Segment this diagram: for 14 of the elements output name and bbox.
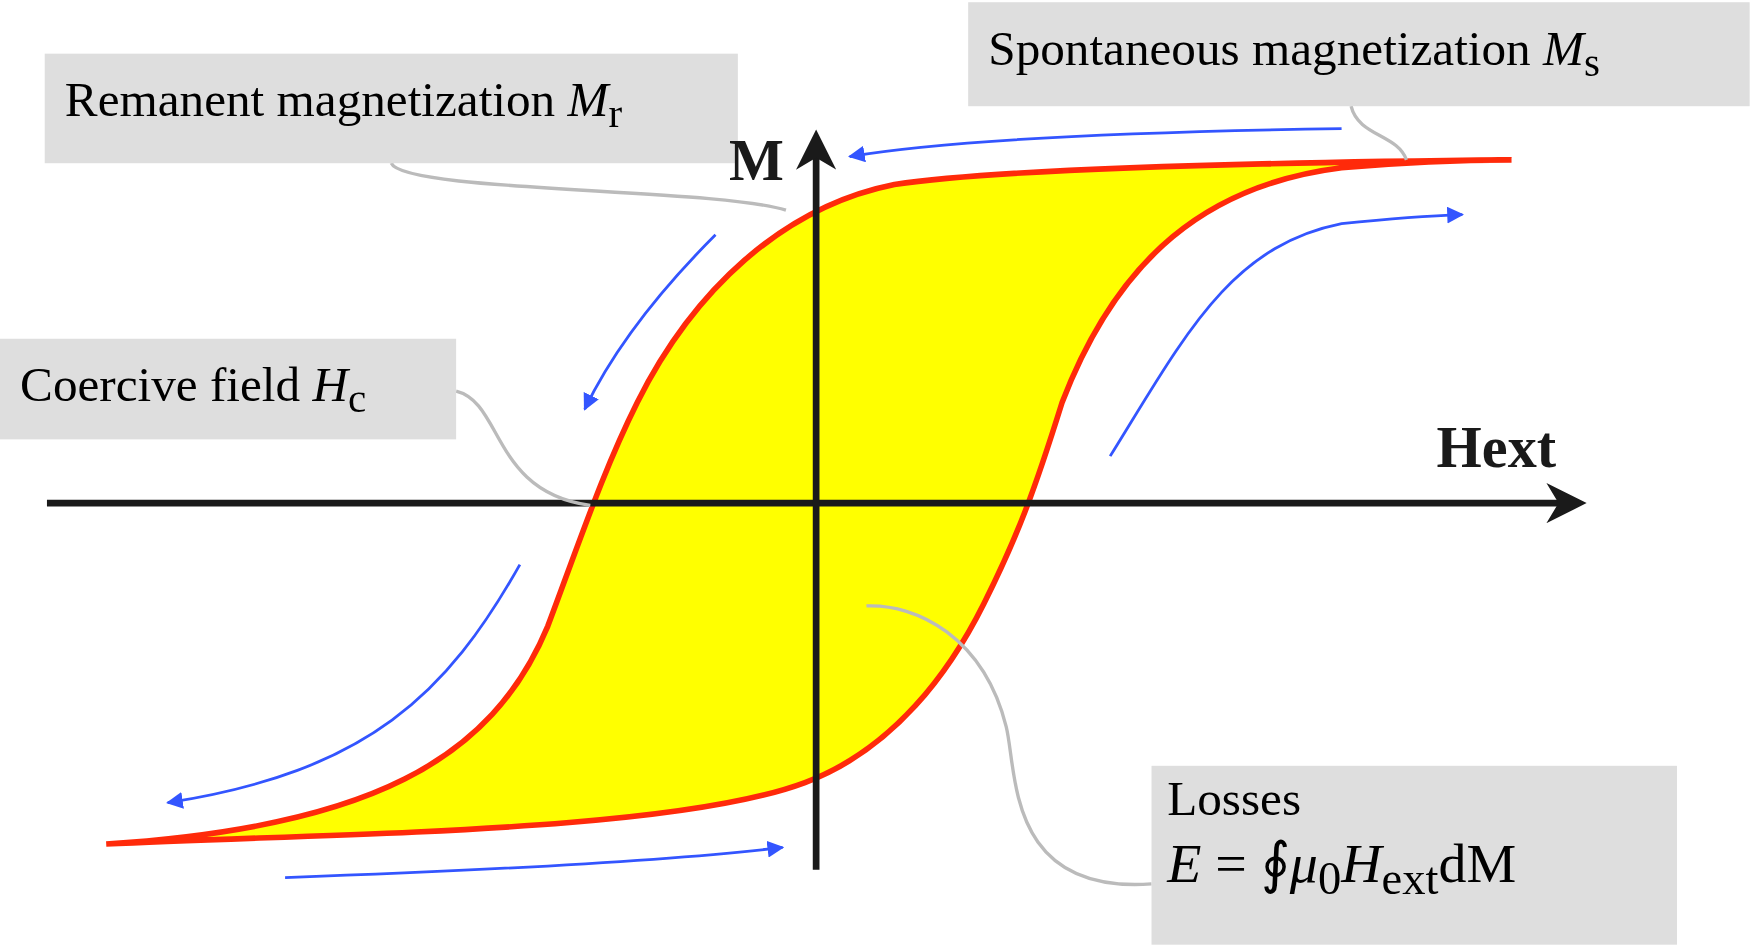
formula-text: E = ∮μ$_{0}$H$_{ext}$dM [1167,833,1517,906]
callout-text: Losses [1167,772,1302,827]
callout-box [1151,765,1677,945]
callout-box [0,338,457,440]
callout-text: Coercive field H$_{c}$ [20,358,367,422]
leader-line [1349,105,1408,161]
leader-line [455,389,591,507]
callout-text: Spontaneous magnetization M$_{s}$ [988,22,1600,86]
axis-label: M [728,131,784,191]
leader-line [390,161,787,212]
callout-box [968,2,1750,107]
axis-label: Hext [1436,419,1557,478]
leader-line [866,604,1152,886]
callout-text: Remanent magnetization M$_{r}$ [64,73,623,137]
